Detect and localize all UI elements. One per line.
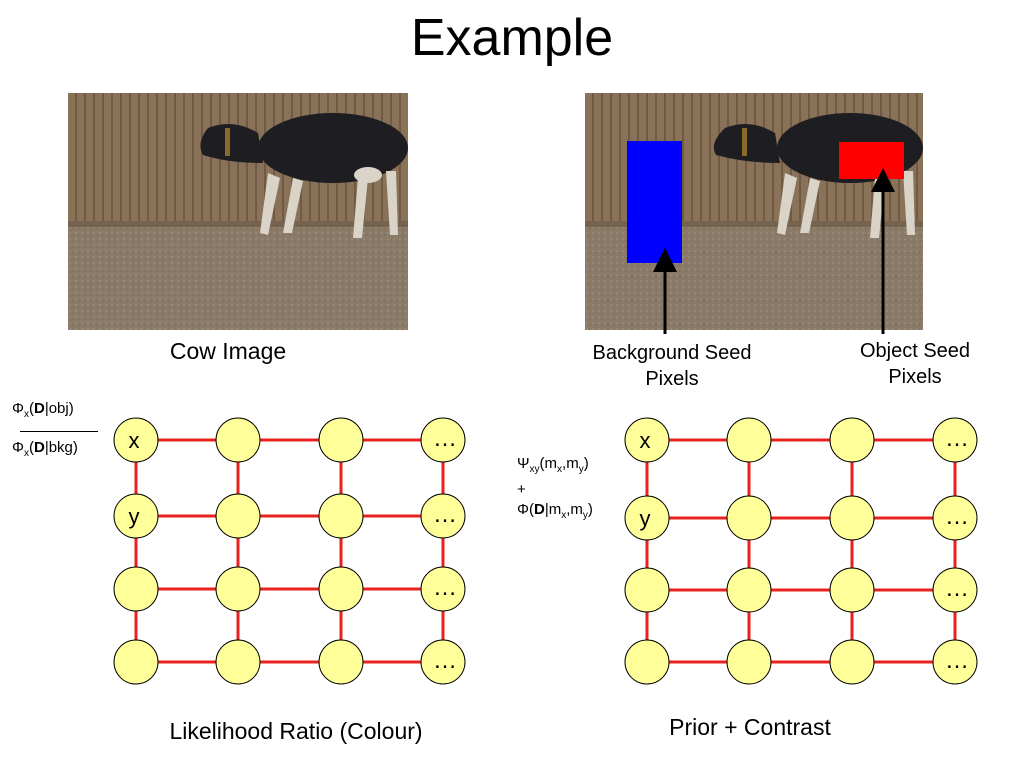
- prior-contrast-grid-node-x-label: x: [640, 428, 651, 453]
- likelihood-grid-node: [318, 566, 364, 612]
- prior-contrast-grid-ellipsis-label: …: [945, 647, 969, 674]
- prior-contrast-grid-node: [726, 495, 772, 541]
- prior-contrast-grid-node: [726, 417, 772, 463]
- seed-image: [585, 93, 923, 330]
- likelihood-grid-ellipsis-label: …: [433, 574, 457, 601]
- cow-image: [68, 93, 408, 330]
- prior-contrast-grid-node: [624, 495, 670, 541]
- likelihood-grid-node: [420, 639, 466, 685]
- likelihood-grid-node-y-label: y: [129, 504, 140, 529]
- prior-contrast-grid-node-y-label: y: [640, 506, 651, 531]
- prior-contrast-grid-node: [932, 567, 978, 613]
- formula-fraction-bar: [20, 431, 98, 432]
- background-seed-label: Background Seed Pixels: [562, 340, 782, 392]
- likelihood-grid-node: [318, 493, 364, 539]
- likelihood-grid-node: [215, 566, 261, 612]
- likelihood-grid-node-x-label: x: [129, 428, 140, 453]
- prior-contrast-grid-node: [624, 567, 670, 613]
- background-seed-label-line1: Background Seed: [592, 342, 752, 364]
- background-seed-region: [627, 141, 682, 263]
- prior-contrast-graph-caption: Prior + Contrast: [669, 714, 831, 740]
- prior-contrast-grid-ellipsis-label: …: [945, 575, 969, 602]
- likelihood-grid-node: [318, 639, 364, 685]
- likelihood-grid-ellipsis-label: …: [433, 425, 457, 452]
- prior-contrast-grid-ellipsis-label: …: [945, 425, 969, 452]
- likelihood-grid-node: [215, 417, 261, 463]
- plus-sign: +: [517, 481, 526, 498]
- likelihood-graph-caption: Likelihood Ratio (Colour): [169, 718, 423, 744]
- prior-contrast-grid-node: [726, 567, 772, 613]
- formula-numerator: Φx(D|obj): [12, 400, 74, 420]
- prior-contrast-grid-node: [624, 639, 670, 685]
- object-seed-label: Object Seed Pixels: [835, 338, 995, 390]
- prior-contrast-grid-node: [726, 639, 772, 685]
- likelihood-grid-node: [113, 493, 159, 539]
- likelihood-grid-node: [113, 639, 159, 685]
- likelihood-grid-ellipsis-label: …: [433, 647, 457, 674]
- prior-contrast-grid-ellipsis-label: …: [945, 503, 969, 530]
- prior-contrast-grid-node: [829, 495, 875, 541]
- slide-title: Example: [410, 9, 614, 67]
- prior-contrast-grid-node: [829, 567, 875, 613]
- likelihood-grid-node: [215, 639, 261, 685]
- formula-denominator: Φx(D|bkg): [12, 439, 78, 459]
- pairwise-term: Ψxy(mx,my): [517, 455, 589, 475]
- prior-contrast-grid-node: [829, 417, 875, 463]
- likelihood-grid-node: [420, 493, 466, 539]
- likelihood-grid-node: [420, 417, 466, 463]
- likelihood-grid-node: [215, 493, 261, 539]
- prior-contrast-grid-node: [829, 639, 875, 685]
- likelihood-grid-node: [113, 417, 159, 463]
- contrast-term: Φ(D|mx,my): [517, 501, 593, 521]
- object-seed-label-line2: Pixels: [888, 366, 942, 388]
- prior-contrast-grid-node: [624, 417, 670, 463]
- background-seed-label-line2: Pixels: [645, 368, 699, 390]
- prior-contrast-grid-node: [932, 639, 978, 685]
- prior-contrast-grid-node: [932, 417, 978, 463]
- likelihood-grid-node: [318, 417, 364, 463]
- prior-contrast-formula: Ψxy(mx,my) + Φ(D|mx,my): [517, 454, 627, 526]
- object-seed-label-line1: Object Seed: [859, 340, 971, 362]
- cow-figure: [200, 113, 408, 238]
- prior-contrast-grid-node: [932, 495, 978, 541]
- cow-image-caption: Cow Image: [169, 338, 287, 364]
- likelihood-grid-ellipsis-label: …: [433, 501, 457, 528]
- likelihood-grid-node: [113, 566, 159, 612]
- likelihood-ratio-formula: Φx(D|obj) Φx(D|bkg): [12, 400, 112, 463]
- likelihood-grid-node: [420, 566, 466, 612]
